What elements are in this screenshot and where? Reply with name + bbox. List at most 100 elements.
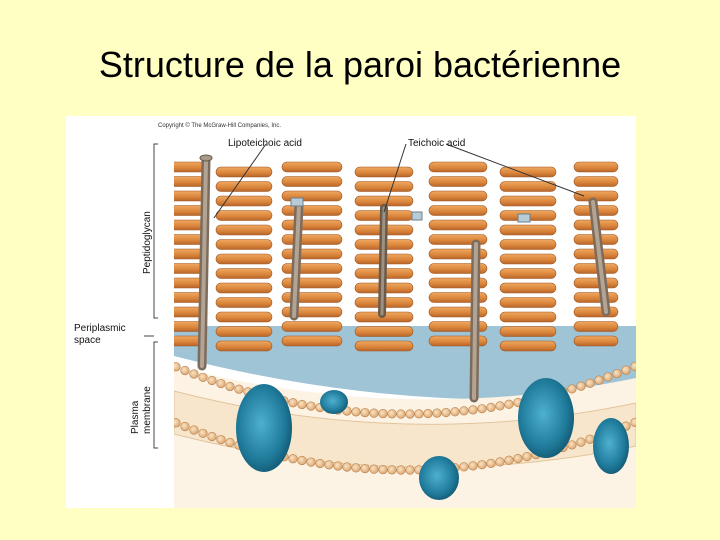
peptidoglycan-strand [573,161,619,173]
peptidoglycan-strand [281,219,343,231]
phospholipid-head [486,402,496,412]
peptidoglycan-strand [281,205,343,216]
phospholipid-head [567,384,577,394]
peptidoglycan-strand [354,181,414,192]
phospholipid-head [630,361,636,372]
phospholipid-head [567,440,577,450]
membrane-protein [236,384,292,472]
phospholipid-head [576,381,586,391]
phospholipid-head [297,455,307,466]
peptidoglycan-strand [499,224,557,236]
peptidoglycan-strand [428,176,488,187]
peptidoglycan-strand [215,311,273,323]
phospholipid-head [180,365,190,376]
layer-brackets [144,143,158,449]
cell-wall-illustration: Copyright © The McGraw-Hill Companies, I… [74,122,636,508]
peptidoglycan-strand [215,297,273,308]
phospholipid-head [189,369,199,379]
peptidoglycan-strand [499,166,557,178]
phospholipid-head [486,458,496,468]
phospholipid-head [495,457,505,467]
phospholipid-head [333,461,343,471]
peptidoglycan-strand [174,205,207,216]
peptidoglycan-strand [174,248,207,260]
phospholipid-head [603,372,613,382]
phospholipid-head [621,365,631,375]
phospholipid-head [207,431,217,442]
membrane-protein [593,418,629,474]
membrane-protein [518,378,574,458]
phospholipid-head [351,407,361,417]
peptidoglycan-strand [354,340,414,352]
cell-wall-diagram: Copyright © The McGraw-Hill Companies, I… [66,116,636,508]
peptidoglycan-strand [573,176,619,187]
phospholipid-head [180,421,190,432]
lipoteichoic-acid-label: Lipoteichoic acid [228,138,302,149]
peptidoglycan-strand [428,219,488,231]
peptidoglycan-strand [281,176,343,187]
phospholipid-head [432,408,442,418]
phospholipid-head [504,399,514,409]
phospholipid-head [216,434,226,445]
peptidoglycan-strand [281,335,343,347]
copyright-notice: Copyright © The McGraw-Hill Companies, I… [158,122,281,129]
peptidoglycan-label: Peptidoglycan [142,211,153,274]
peptidoglycan-strand [573,292,619,303]
phospholipid-head [468,461,478,471]
phospholipid-head [612,368,622,379]
teichoic-acid-label: Teichoic acid [408,138,465,149]
peptidoglycan-strand [281,321,343,332]
phospholipid-head [495,401,505,411]
peptidoglycan-strand [499,282,557,294]
peptidoglycan-strand [174,219,207,231]
peptidoglycan-strand [428,190,488,202]
phospholipid-head [405,465,415,475]
peptidoglycan-strand [215,166,273,178]
phospholipid-head [414,409,424,419]
phospholipid-head [450,407,460,417]
peptidoglycan-strand [573,321,619,332]
peptidoglycan-strand [281,248,343,260]
phospholipid-head [174,418,181,428]
peptidoglycan-strand [281,161,343,173]
lipoteichoic-acid-rods [197,154,481,403]
phospholipid-head [174,362,181,372]
peptidoglycan-strand [499,268,557,279]
diagram-art [174,134,636,508]
peptidoglycan-strand [174,190,207,202]
phospholipid-head [225,437,235,448]
peptidoglycan-strand [215,326,273,337]
phospholipid-head [378,408,388,419]
phospholipid-head [234,384,244,394]
phospholipid-head [198,372,208,382]
phospholipid-head [423,408,433,419]
phospholipid-head [630,417,636,428]
peptidoglycan-strand [215,340,273,352]
phospholipid-head [369,464,379,474]
peptidoglycan-strand [573,335,619,347]
peptidoglycan-strand [174,176,207,187]
phospholipid-head [315,458,325,469]
slide-title: Structure de la paroi bactérienne [98,44,622,85]
phospholipid-head [396,465,406,475]
phospholipid-head [288,454,298,464]
peptidoglycan-strand [215,181,273,192]
periplasmic-space-label: Periplasmic [74,323,126,334]
phospholipid-head [396,409,406,419]
phospholipid-head [324,460,334,470]
peptidoglycan-strand [499,253,557,265]
peptidoglycan-strand [281,234,343,245]
phospholipid-head [459,462,469,472]
leader-lines [213,143,585,219]
peptidoglycan-strand [573,306,619,318]
peptidoglycan-strand [281,263,343,274]
phospholipid-head [477,404,487,414]
phospholipid-head [585,378,595,388]
phospholipid-head [360,463,370,474]
peptidoglycan-strand [174,161,207,173]
peptidoglycan-strand [215,239,273,250]
plasma-membrane-label: Plasma [130,400,141,434]
phospholipid-head [468,405,478,415]
phospholipid-head [387,465,397,475]
peptidoglycan-strand [215,268,273,279]
